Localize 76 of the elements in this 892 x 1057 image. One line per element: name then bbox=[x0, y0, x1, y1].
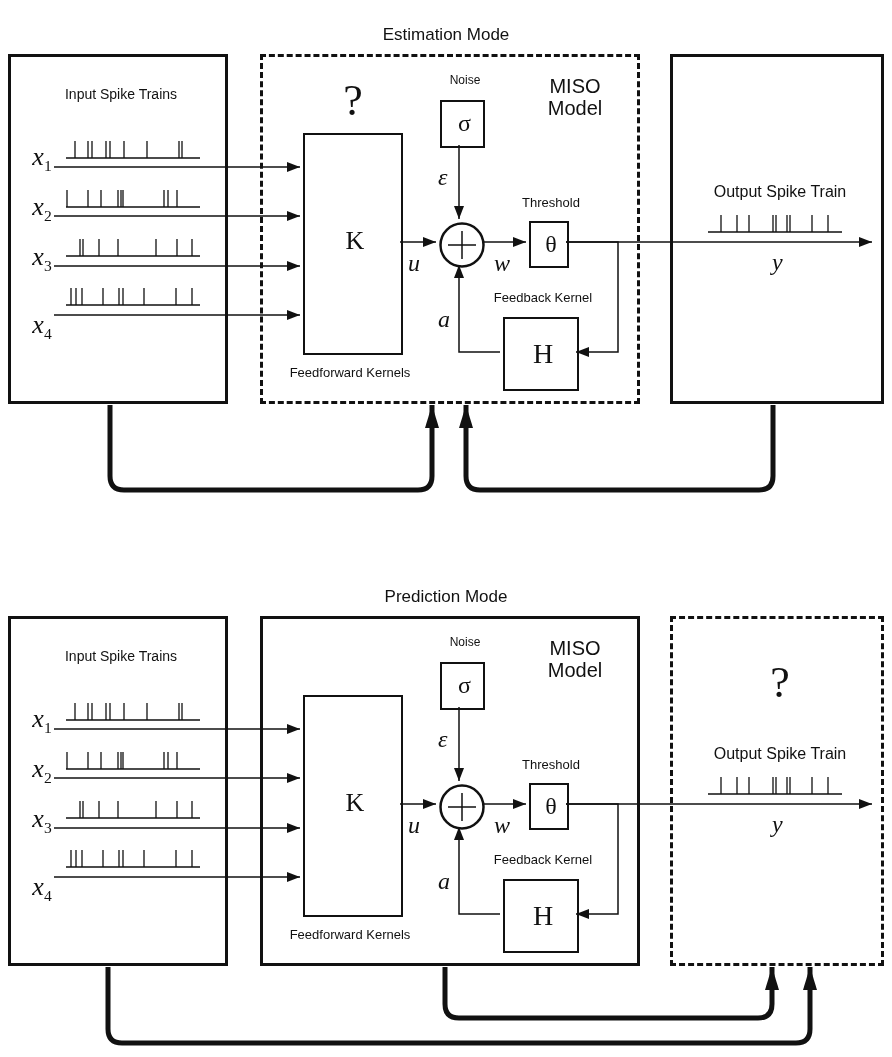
arrow bbox=[399, 237, 437, 247]
kernel-box bbox=[303, 133, 403, 355]
arrow bbox=[565, 803, 619, 919]
box-caption: Feedforward Kernels bbox=[288, 366, 412, 381]
box-caption: Threshold bbox=[521, 196, 581, 211]
output-panel bbox=[670, 54, 884, 404]
edge-label: u bbox=[408, 250, 420, 277]
edge-label: w bbox=[494, 250, 510, 277]
output-panel bbox=[670, 616, 884, 966]
panel-title: Input Spike Trains bbox=[63, 649, 179, 665]
variable-name: x$_{2}$ bbox=[31, 755, 53, 787]
variable-name: x$_{4}$ bbox=[31, 311, 53, 343]
arrow bbox=[399, 799, 437, 809]
variable-name: x$_{3}$ bbox=[31, 805, 53, 837]
kernel-symbol: H bbox=[531, 901, 555, 932]
mode-title: Estimation Mode bbox=[381, 26, 511, 45]
box-caption: Threshold bbox=[521, 758, 581, 773]
kernel-box bbox=[303, 695, 403, 917]
edge-label: ε bbox=[438, 726, 448, 753]
box-caption: Feedforward Kernels bbox=[288, 928, 412, 943]
kernel-symbol: K bbox=[344, 227, 366, 256]
input-panel bbox=[8, 616, 228, 966]
panel-title: MISO Model bbox=[546, 75, 604, 119]
panel-title: Output Spike Train bbox=[712, 183, 848, 201]
mode-title: Prediction Mode bbox=[383, 588, 509, 607]
arrow bbox=[53, 162, 301, 172]
summing-junction bbox=[439, 222, 485, 268]
arrow bbox=[107, 405, 439, 493]
arrow bbox=[53, 261, 301, 271]
panel-title: MISO Model bbox=[546, 637, 604, 681]
panel-title: Output Spike Train bbox=[712, 745, 848, 763]
edge-label: y bbox=[772, 249, 783, 276]
edge-label: ε bbox=[438, 164, 448, 191]
arrow bbox=[53, 823, 301, 833]
arrow bbox=[53, 724, 301, 734]
arrow bbox=[454, 826, 501, 915]
edge-label: y bbox=[772, 811, 783, 838]
arrow bbox=[454, 264, 501, 353]
kernel-symbol: σ bbox=[457, 110, 472, 137]
arrow bbox=[454, 144, 464, 220]
arrow bbox=[481, 799, 527, 809]
variable-name: x$_{3}$ bbox=[31, 243, 53, 275]
kernel-symbol: K bbox=[344, 789, 366, 818]
model-panel bbox=[260, 54, 640, 404]
edge-label: a bbox=[438, 306, 450, 333]
kernel-symbol: H bbox=[531, 339, 555, 370]
edge-label: w bbox=[494, 812, 510, 839]
edge-label: u bbox=[408, 812, 420, 839]
arrow bbox=[565, 241, 619, 357]
variable-name: x$_{2}$ bbox=[31, 193, 53, 225]
kernel-symbol: σ bbox=[457, 672, 472, 699]
arrow bbox=[53, 773, 301, 783]
box-caption: Feedback Kernel bbox=[492, 853, 594, 868]
box-caption: Noise bbox=[448, 74, 482, 88]
model-panel bbox=[260, 616, 640, 966]
input-panel bbox=[8, 54, 228, 404]
arrow bbox=[53, 872, 301, 882]
arrow bbox=[53, 211, 301, 221]
box-caption: Feedback Kernel bbox=[492, 291, 594, 306]
arrow bbox=[454, 706, 464, 782]
summing-junction bbox=[439, 784, 485, 830]
variable-name: x$_{1}$ bbox=[31, 143, 53, 175]
arrow bbox=[105, 967, 817, 1046]
variable-name: x$_{4}$ bbox=[31, 873, 53, 905]
question-mark: ? bbox=[342, 77, 364, 126]
edge-label: a bbox=[438, 868, 450, 895]
question-mark: ? bbox=[769, 659, 791, 708]
box-caption: Noise bbox=[448, 636, 482, 650]
arrow bbox=[53, 310, 301, 320]
arrow bbox=[459, 405, 776, 493]
kernel-symbol: θ bbox=[544, 231, 558, 258]
arrow bbox=[481, 237, 527, 247]
panel-title: Input Spike Trains bbox=[63, 87, 179, 103]
kernel-symbol: θ bbox=[544, 793, 558, 820]
arrow bbox=[442, 967, 779, 1021]
variable-name: x$_{1}$ bbox=[31, 705, 53, 737]
